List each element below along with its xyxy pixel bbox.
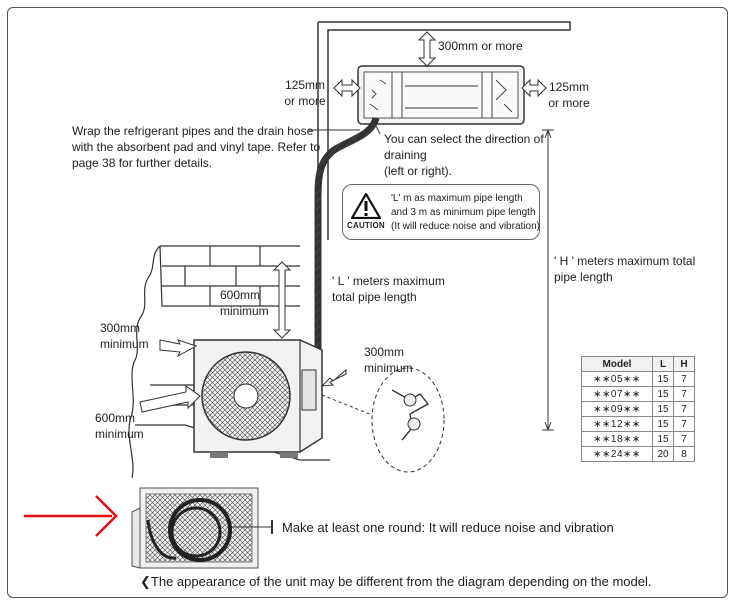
drain-leader-line — [375, 125, 381, 135]
table-row: ∗∗05∗∗ 15 7 — [581, 371, 695, 387]
spec-l-cell: 20 — [652, 446, 674, 462]
table-row: ∗∗07∗∗ 15 7 — [581, 386, 695, 402]
round-note: Make at least one round: It will reduce … — [282, 520, 614, 535]
spec-l-cell: 15 — [652, 386, 674, 402]
left-clearance-label-1: 125mm — [284, 78, 325, 92]
outdoor-left-label-1: 300mm — [100, 321, 141, 335]
spec-h-cell: 7 — [673, 416, 695, 432]
table-row: ∗∗18∗∗ 15 7 — [581, 431, 695, 447]
red-annotation-arrow — [24, 495, 118, 537]
spec-model-cell: ∗∗12∗∗ — [581, 416, 653, 432]
drain-note-line-3: (left or right). — [384, 164, 453, 178]
outdoor-clearance-arrows — [139, 261, 347, 413]
spec-h-cell: 7 — [673, 401, 695, 417]
spec-h-cell: 7 — [673, 431, 695, 447]
table-row: ∗∗24∗∗ 20 8 — [581, 446, 695, 462]
wrap-note-line-1: Wrap the refrigerant pipes and the drain… — [72, 124, 314, 138]
spec-h-cell: 7 — [673, 386, 695, 402]
model-spec-table: Model L H ∗∗05∗∗ 15 7 ∗∗07∗∗ 15 7 ∗∗09∗∗… — [581, 356, 695, 462]
outdoor-top-label-2: minimum — [220, 304, 269, 318]
outdoor-front-label-2: minimum — [95, 427, 144, 441]
caution-box: CAUTION 'L' m as maximum pipe length and… — [342, 184, 540, 240]
spec-model-cell: ∗∗18∗∗ — [581, 431, 653, 447]
spec-model-cell: ∗∗24∗∗ — [581, 446, 653, 462]
diagram-frame — [7, 7, 728, 598]
spec-l-cell: 15 — [652, 371, 674, 387]
h-dimension-line — [542, 129, 554, 431]
spec-model-cell: ∗∗07∗∗ — [581, 386, 653, 402]
spec-header-h: H — [673, 356, 695, 372]
right-clearance-label-1: 125mm — [548, 80, 589, 94]
footer-note: ❮The appearance of the unit may be diffe… — [140, 574, 652, 589]
warning-icon — [351, 193, 381, 219]
pipe-connection-detail — [321, 367, 445, 473]
outdoor-top-label-1: 600mm — [220, 288, 261, 302]
spec-header-model: Model — [581, 356, 653, 372]
left-clearance-label-2: or more — [284, 94, 326, 108]
spec-table-header-row: Model L H — [581, 356, 695, 372]
outdoor-unit — [193, 339, 323, 458]
refrigerant-pipe — [314, 116, 380, 420]
caution-line-1: 'L' m as maximum pipe length — [391, 193, 523, 204]
outdoor-right-label-2: minimum — [364, 361, 413, 375]
spec-h-cell: 8 — [673, 446, 695, 462]
spec-header-l: L — [652, 356, 674, 372]
caution-line-3: (It will reduce noise and vibration) — [391, 221, 540, 232]
spec-l-cell: 15 — [652, 401, 674, 417]
top-clearance-label: 300mm or more — [438, 39, 523, 53]
outdoor-front-label-1: 600mm — [95, 411, 136, 425]
outdoor-left-label-2: minimum — [100, 337, 149, 351]
l-length-label-1: ' L ' meters maximum — [332, 274, 445, 288]
indoor-unit — [357, 65, 525, 125]
drain-note-line-1: You can select the direction of — [384, 132, 544, 146]
spec-model-cell: ∗∗09∗∗ — [581, 401, 653, 417]
spec-l-cell: 15 — [652, 431, 674, 447]
h-length-label-2: pipe length — [554, 270, 613, 284]
right-clearance-label-2: or more — [548, 96, 590, 110]
wrap-note-line-2: with the absorbent pad and vinyl tape. R… — [72, 140, 321, 154]
h-length-label-1: ' H ' meters maximum total — [554, 254, 696, 268]
caution-label: CAUTION — [347, 221, 385, 230]
indoor-clearance-arrows — [333, 31, 547, 98]
coiled-pipe-unit — [131, 487, 273, 569]
drain-note-line-2: draining — [384, 148, 427, 162]
caution-line-2: and 3 m as minimum pipe length — [391, 207, 536, 218]
spec-model-cell: ∗∗05∗∗ — [581, 371, 653, 387]
outdoor-right-label-1: 300mm — [364, 345, 405, 359]
outdoor-brick-wall — [128, 245, 330, 479]
wrap-note-line-3: page 38 for further details. — [72, 156, 213, 170]
spec-l-cell: 15 — [652, 416, 674, 432]
l-length-label-2: total pipe length — [332, 290, 417, 304]
spec-h-cell: 7 — [673, 371, 695, 387]
table-row: ∗∗12∗∗ 15 7 — [581, 416, 695, 432]
table-row: ∗∗09∗∗ 15 7 — [581, 401, 695, 417]
